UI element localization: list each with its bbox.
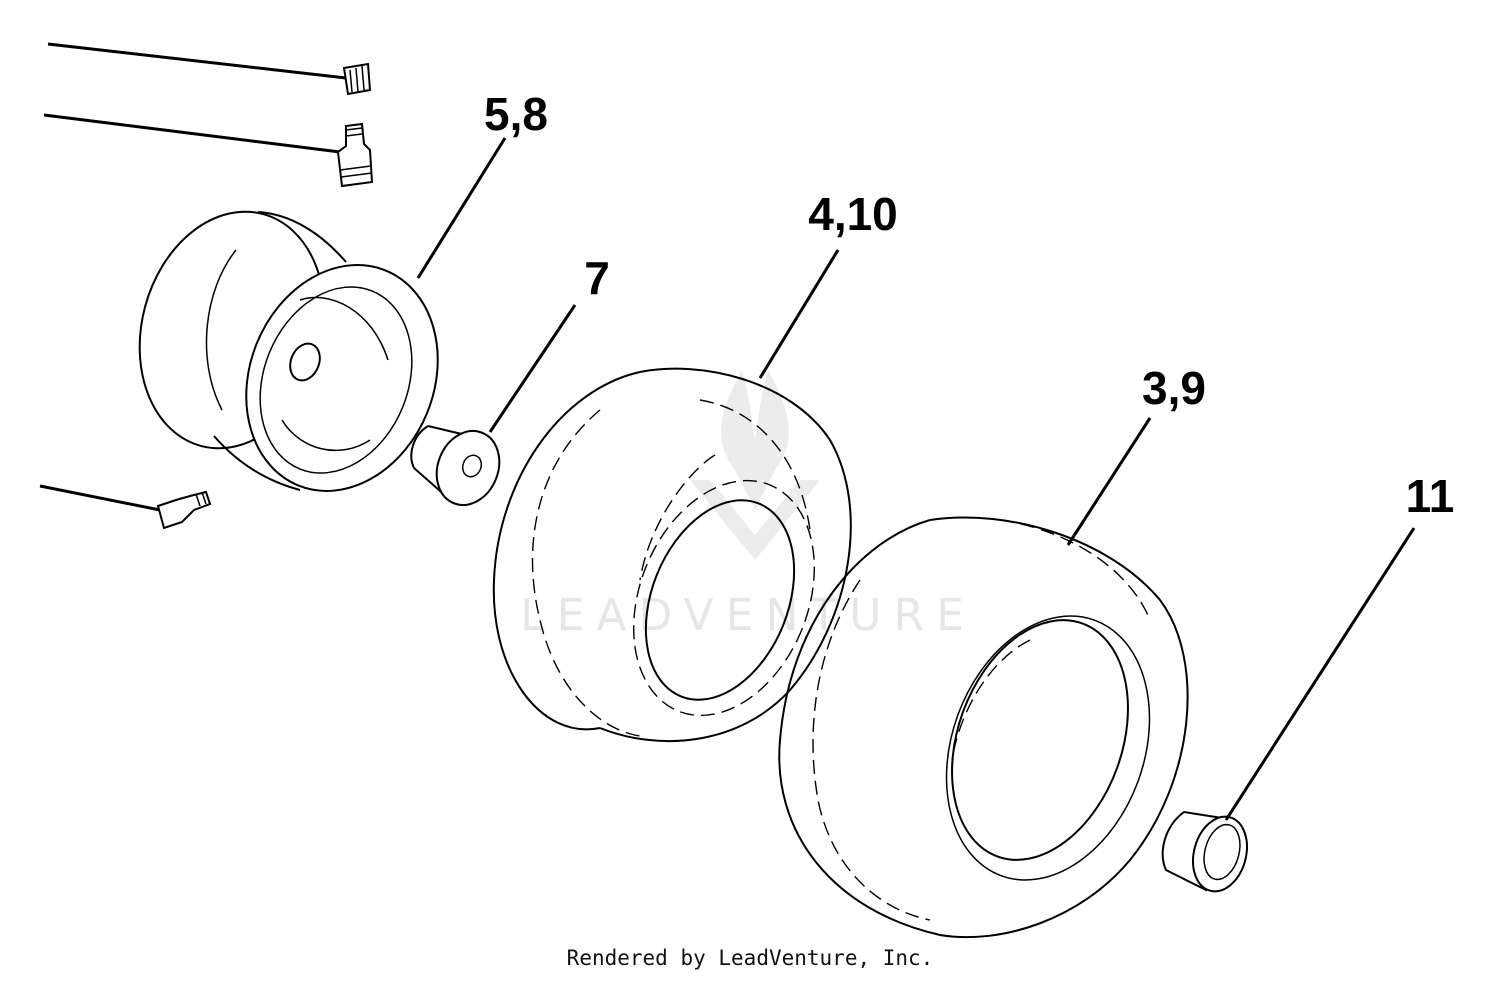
callout-front-tire: 4,10	[808, 188, 898, 240]
front-tire-part	[492, 249, 852, 743]
bushing-leader	[1224, 527, 1416, 821]
callout-bushing: 11	[1406, 470, 1455, 522]
front-tire-leader	[758, 249, 840, 379]
valve-stem-part	[43, 113, 374, 188]
callout-rear-tire: 3,9	[1142, 362, 1206, 414]
spacer-leader	[488, 304, 577, 433]
valve-stem-leader	[43, 113, 341, 154]
watermark: LEADVENTURE	[520, 370, 976, 641]
rear-tire-leader	[1066, 417, 1152, 546]
callout-rim: 5,8	[484, 88, 548, 140]
rim-part	[138, 137, 507, 492]
callout-spacer: 7	[584, 252, 610, 304]
footer-credit: Rendered by LeadVenture, Inc.	[566, 946, 934, 970]
watermark-text: LEADVENTURE	[520, 590, 976, 641]
valve-cap-leader	[47, 42, 347, 80]
grease-fitting-part	[39, 484, 212, 530]
rim-leader	[416, 137, 507, 279]
valve-cap-part	[47, 42, 372, 96]
bushing-part	[1161, 527, 1416, 893]
grease-fitting-leader	[39, 484, 161, 512]
watermark-logo-icon	[721, 370, 789, 510]
watermark-v-icon	[690, 480, 820, 560]
spacer-part	[410, 304, 577, 506]
rear-tire-part	[778, 417, 1189, 939]
